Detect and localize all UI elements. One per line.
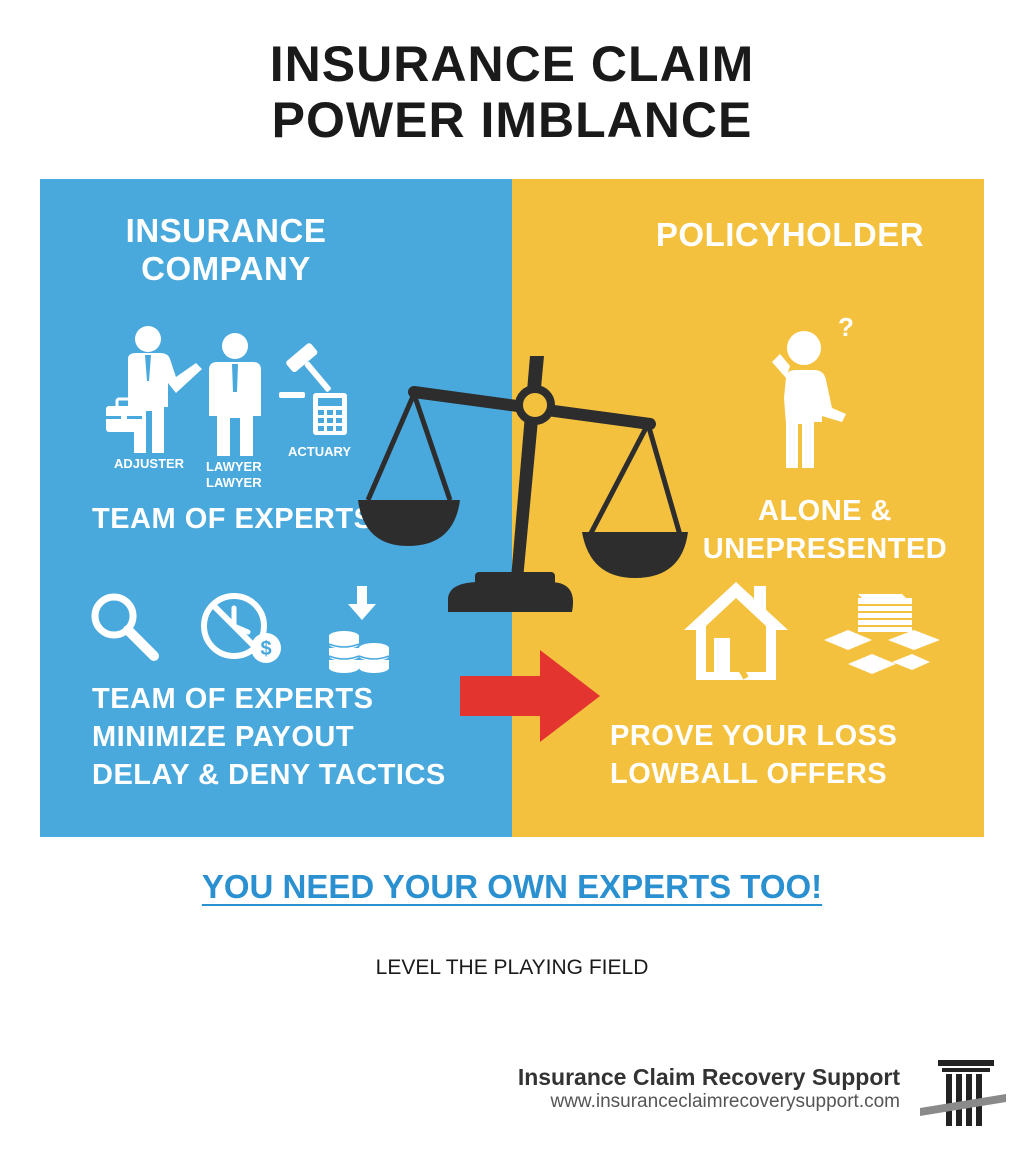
title-line-2: POWER IMBLANCE [271,92,753,148]
role-lawyer: LAWYER LAWYER [206,459,262,491]
heading-line-2: COMPANY [141,250,311,287]
arrow-right-icon [460,650,600,742]
adjuster-person-icon [128,326,202,453]
page-title: INSURANCE CLAIM POWER IMBLANCE [0,36,1024,148]
insurance-company-heading: INSURANCE COMPANY [40,212,412,288]
policyholder-status: ALONE & UNEPRESENTED [680,492,970,568]
damaged-house-icon [684,582,788,680]
heading-line-1: INSURANCE [125,212,327,249]
role-adjuster: ADJUSTER [114,456,185,471]
policyholder-problems: PROVE YOUR LOSS LOWBALL OFFERS [610,717,897,793]
problem-item: LOWBALL OFFERS [610,758,888,790]
title-line-1: INSURANCE CLAIM [269,36,755,92]
papers-icon [824,594,940,674]
brand-url[interactable]: www.insuranceclaimrecoverysupport.com [550,1091,900,1112]
svg-text:$: $ [260,638,271,660]
cta-link[interactable]: YOU NEED YOUR OWN EXPERTS TOO! [201,868,823,905]
problem-item: PROVE YOUR LOSS [610,720,898,752]
role-lawyer-line-1: LAWYER [206,459,262,474]
tactic-item: DELAY & DENY TACTICS [92,759,446,791]
role-actuary: ACTUARY [288,444,352,459]
scales-icon [358,356,688,612]
tactic-item: MINIMIZE PAYOUT [92,721,355,753]
logo-column-icon [920,1060,1006,1126]
coins-down-icon [328,586,390,673]
briefcase-icon [106,397,142,432]
tactic-item: TEAM OF EXPERTS [92,683,374,715]
status-line-1: ALONE & [758,495,892,527]
calculator-icon [313,393,347,435]
question-mark-icon: ? [838,312,854,342]
gavel-icon [279,343,331,398]
tactics-list: TEAM OF EXPERTS MINIMIZE PAYOUT DELAY & … [92,680,446,794]
magnifier-icon [91,593,159,661]
brand-name: Insurance Claim Recovery Support [517,1064,900,1090]
confused-person-icon: ? [772,312,854,468]
status-line-2: UNEPRESENTED [702,533,948,565]
lawyer-person-icon [209,333,261,456]
role-lawyer-line-2: LAWYER [206,475,262,490]
policyholder-panel [512,179,984,837]
team-of-experts-label: TEAM OF EXPERTS [92,503,374,535]
policyholder-heading: POLICYHOLDER [655,216,925,253]
tagline: LEVEL THE PLAYING FIELD [375,956,649,979]
clock-denied-icon: $ [201,593,281,663]
